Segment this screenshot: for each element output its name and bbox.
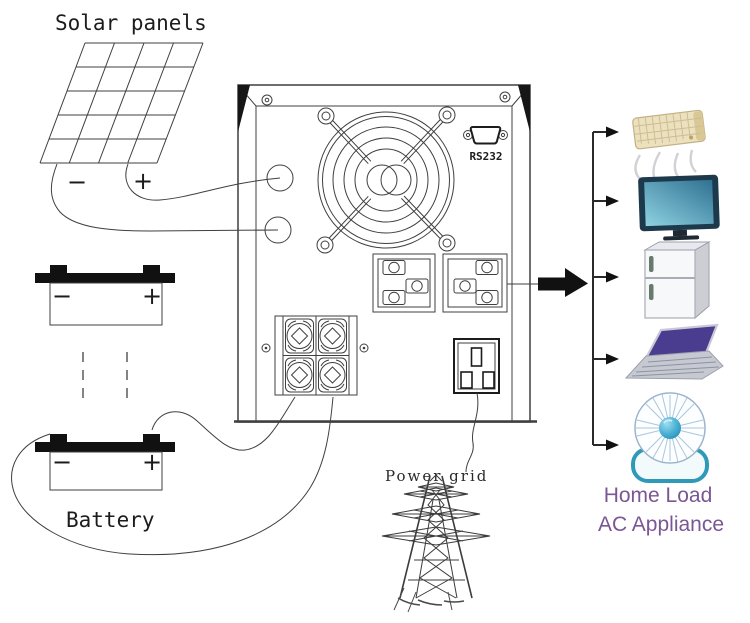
desk-fan-icon	[631, 392, 709, 483]
home-load-label-line1: Home Load	[604, 484, 713, 507]
wire-solar-positive	[125, 163, 281, 201]
battery-label: Battery	[66, 508, 155, 532]
bevel-shade-left	[238, 85, 250, 132]
wire-grid	[465, 392, 479, 473]
block-screw-right	[359, 343, 369, 353]
outlet-socket	[382, 260, 429, 305]
transmission-tower	[381, 474, 491, 613]
rs232-label: RS232	[469, 150, 502, 163]
rs232-port: RS232	[463, 126, 508, 163]
refrigerator-icon	[643, 241, 711, 320]
battery-1: − +	[35, 265, 175, 326]
grid-input-socket	[453, 338, 500, 394]
battery-series-dashes	[82, 352, 128, 403]
solar-negative-label: −	[67, 168, 87, 196]
power-flow-arrow	[507, 268, 588, 297]
home-load-label-line2: AC Appliance	[598, 513, 724, 536]
air-conditioner-icon	[632, 109, 706, 150]
solar-positive-label: +	[133, 167, 153, 195]
cooling-fan	[316, 106, 456, 254]
solar-panel	[39, 42, 204, 164]
inverter: RS232	[234, 84, 537, 423]
panel-screw-right	[499, 91, 511, 103]
battery2-positive-label: +	[142, 448, 162, 476]
battery-input-gland	[264, 216, 292, 244]
solar-input-gland	[266, 164, 294, 192]
battery1-positive-label: +	[142, 282, 162, 310]
wire-solar-negative	[50, 163, 279, 232]
terminal-cells	[285, 318, 347, 393]
panel-screw-left	[261, 94, 273, 106]
television-icon	[638, 174, 720, 241]
outlet-socket	[453, 260, 499, 305]
battery2-negative-label: −	[52, 448, 72, 476]
battery-2: − +	[35, 434, 175, 491]
battery1-negative-label: −	[52, 282, 72, 310]
ac-outlet-left	[372, 253, 436, 313]
ac-outlet-right	[442, 253, 508, 313]
block-screw-left	[261, 343, 271, 353]
fan-guard-spokes	[328, 119, 444, 241]
solar-panels-label: Solar panels	[55, 11, 207, 35]
load-rail-arrowheads	[606, 126, 619, 451]
wire-battery-negative	[11, 396, 334, 556]
wire-battery-positive	[151, 396, 296, 451]
load-rail	[592, 131, 607, 446]
fan-screws	[316, 106, 456, 254]
bevel-shade-right	[518, 85, 530, 132]
laptop-icon	[624, 323, 724, 380]
dc-terminal-block	[261, 315, 369, 396]
